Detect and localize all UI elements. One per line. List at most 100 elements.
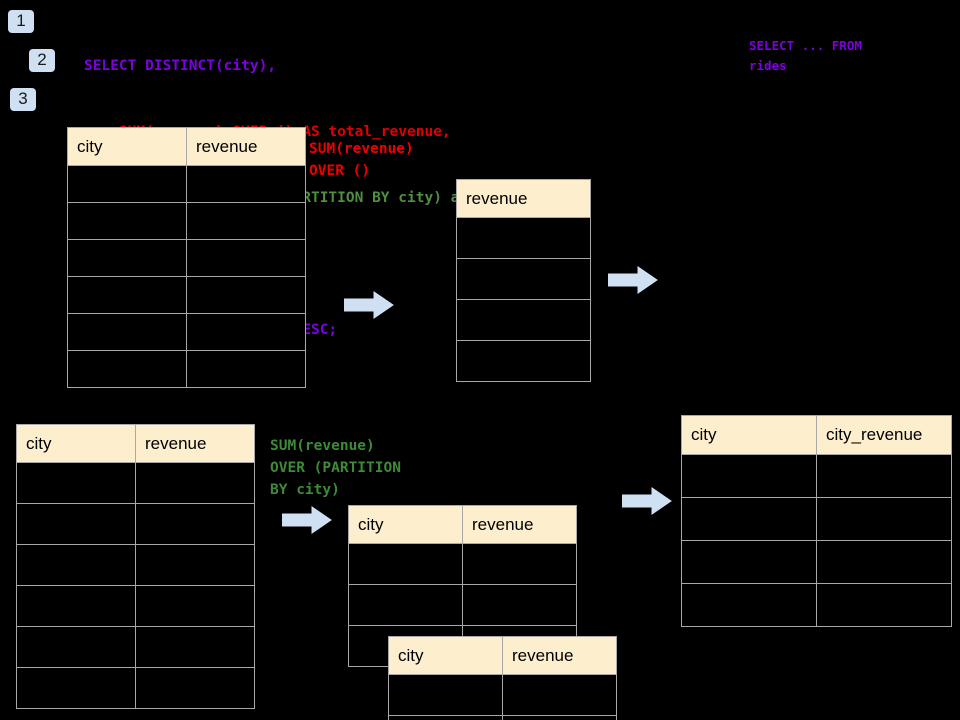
- table-header-row: city revenue: [67, 127, 306, 166]
- table-cell: [16, 544, 136, 586]
- table-cell: [67, 350, 187, 388]
- arrow-source-to-partition: [281, 505, 332, 540]
- table-cell: [135, 585, 255, 627]
- table-row: [456, 340, 591, 382]
- table-cell: [16, 667, 136, 709]
- table-row: [16, 667, 255, 709]
- table-row: [67, 350, 306, 388]
- column-header-city: city: [16, 424, 136, 463]
- table-row: [67, 165, 306, 203]
- table-header-row: city city_revenue: [681, 415, 952, 455]
- table-cell: [186, 165, 306, 203]
- table-cell: [502, 715, 617, 720]
- table-cell: [681, 454, 817, 498]
- table-cell: [186, 239, 306, 277]
- source-table-top: city revenue: [67, 127, 306, 388]
- partition-table-front: city revenue: [388, 636, 617, 720]
- table-row: [681, 540, 952, 584]
- table-cell: [135, 626, 255, 668]
- table-cell: [186, 276, 306, 314]
- step-badge-3: 3: [10, 88, 36, 111]
- column-header-city: city: [388, 636, 503, 675]
- total-revenue-table: revenue: [456, 179, 591, 382]
- arrow-partition-to-result: [621, 486, 672, 521]
- table-row: [456, 299, 591, 341]
- table-row: [67, 313, 306, 351]
- table-cell: [67, 276, 187, 314]
- table-cell: [67, 239, 187, 277]
- table-cell: [186, 202, 306, 240]
- table-row: [67, 239, 306, 277]
- table-cell: [816, 454, 952, 498]
- annotation-sum-over-empty: SUM(revenue) OVER (): [309, 141, 414, 179]
- column-header-city: city: [681, 415, 817, 455]
- column-header-city: city: [67, 127, 187, 166]
- table-cell: [462, 543, 577, 585]
- table-row: [681, 583, 952, 627]
- table-row: [388, 674, 617, 716]
- table-row: [67, 202, 306, 240]
- table-cell: [456, 299, 591, 341]
- table-cell: [348, 543, 463, 585]
- table-row: [16, 626, 255, 668]
- arrow-source-to-total: [343, 290, 394, 325]
- table-row: [456, 258, 591, 300]
- table-cell: [67, 313, 187, 351]
- table-cell: [816, 540, 952, 584]
- column-header-revenue: revenue: [456, 179, 591, 218]
- table-row: [348, 543, 577, 585]
- table-cell: [16, 626, 136, 668]
- step-badge-1: 1: [8, 10, 34, 33]
- table-cell: [16, 503, 136, 545]
- table-header-row: revenue: [456, 179, 591, 218]
- table-cell: [135, 544, 255, 586]
- table-row: [388, 715, 617, 720]
- table-row: [348, 584, 577, 626]
- table-cell: [135, 462, 255, 504]
- table-cell: [816, 497, 952, 541]
- partition-table-back: city revenue: [348, 505, 577, 667]
- column-header-revenue: revenue: [502, 636, 617, 675]
- result-table: city city_revenue: [681, 415, 952, 627]
- table-cell: [681, 497, 817, 541]
- table-cell: [186, 350, 306, 388]
- arrow-total-to-result: [607, 265, 658, 300]
- table-cell: [681, 583, 817, 627]
- table-cell: [16, 585, 136, 627]
- annotation-sum-over-partition: SUM(revenue) OVER (PARTITION BY city): [270, 438, 401, 498]
- table-cell: [348, 584, 463, 626]
- table-row: [16, 544, 255, 586]
- sql-line-select: SELECT DISTINCT(city),: [84, 58, 277, 74]
- table-row: [456, 217, 591, 259]
- table-row: [16, 462, 255, 504]
- table-cell: [388, 674, 503, 716]
- table-cell: [816, 583, 952, 627]
- table-row: [16, 503, 255, 545]
- column-header-revenue: revenue: [186, 127, 306, 166]
- table-cell: [186, 313, 306, 351]
- table-cell: [456, 258, 591, 300]
- table-cell: [16, 462, 136, 504]
- table-header-row: city revenue: [388, 636, 617, 675]
- table-cell: [388, 715, 503, 720]
- table-cell: [67, 202, 187, 240]
- column-header-revenue: revenue: [135, 424, 255, 463]
- table-row: [67, 276, 306, 314]
- table-cell: [462, 584, 577, 626]
- table-cell: [456, 340, 591, 382]
- step-badge-2: 2: [29, 49, 55, 72]
- table-cell: [502, 674, 617, 716]
- table-header-row: city revenue: [348, 505, 577, 544]
- table-header-row: city revenue: [16, 424, 255, 463]
- table-row: [681, 497, 952, 541]
- table-row: [16, 585, 255, 627]
- table-cell: [67, 165, 187, 203]
- table-cell: [135, 667, 255, 709]
- table-row: [681, 454, 952, 498]
- table-cell: [456, 217, 591, 259]
- source-table-bottom: city revenue: [16, 424, 255, 709]
- column-header-city: city: [348, 505, 463, 544]
- side-note-select-from-rides: SELECT ... FROM rides: [749, 38, 862, 73]
- column-header-revenue: revenue: [462, 505, 577, 544]
